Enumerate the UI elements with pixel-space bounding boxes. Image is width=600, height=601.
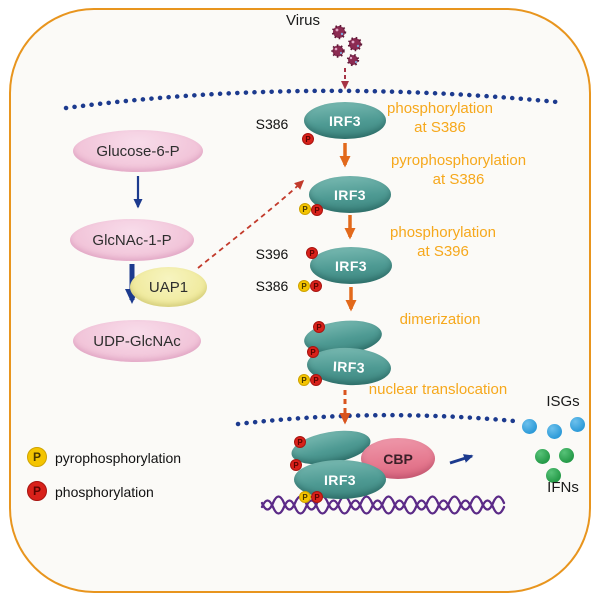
glucose-6p-node: Glucose-6-P [73, 130, 203, 172]
irf3-step2-node: IRF3 [309, 176, 391, 213]
annotation-phos-s396-line1: phosphorylation [390, 224, 496, 241]
site-label-s396-step3: S396 [255, 246, 289, 262]
cell-membrane [63, 88, 560, 111]
dna-helix [260, 495, 506, 515]
ifn-dot [535, 449, 550, 464]
pyrophospho-badge: P [299, 491, 311, 503]
induction-arrow [449, 454, 474, 465]
phospho-badge: P [310, 374, 322, 386]
phospho-badge: P [294, 436, 306, 448]
isg-dot [570, 417, 585, 432]
site-label-s386-step3: S386 [255, 278, 289, 294]
annotation-phos-s396-line2: at S396 [417, 243, 469, 260]
pyrophospho-badge: P [299, 203, 311, 215]
phospho-badge: P [290, 459, 302, 471]
ifns-label: IFNs [547, 479, 579, 496]
ifn-dot [546, 468, 561, 483]
pyrophospho-badge: P [298, 374, 310, 386]
phospho-badge: P [311, 204, 323, 216]
phospho-badge: P [311, 491, 323, 503]
nuclear-membrane [235, 412, 517, 427]
legend-phosphorylation-label: phosphorylation [55, 484, 154, 500]
isg-dot [547, 424, 562, 439]
irf3-step3-node: IRF3 [310, 247, 392, 284]
annotation-phos-s386-line1: phosphorylation [387, 100, 493, 117]
ifn-dot [559, 448, 574, 463]
annotation-dimerization: dimerization [399, 311, 481, 328]
pyrophospho-badge: P [298, 280, 310, 292]
phospho-badge: P [302, 133, 314, 145]
annotation-phos-s386-line2: at S386 [414, 119, 466, 136]
annotation-pyrophos-line2: at S386 [432, 171, 485, 188]
phospho-badge: P [306, 247, 318, 259]
pyrophospho-badge: P [27, 447, 47, 467]
glcnac-1p-node: GlcNAc-1-P [70, 219, 194, 261]
uap1-feedback-arrow [197, 179, 305, 269]
udp-glcnac-node: UDP-GlcNAc [73, 320, 201, 362]
phospho-badge: P [313, 321, 325, 333]
phospho-badge: P [310, 280, 322, 292]
legend-pyrophosphorylation-label: pyrophosphorylation [55, 450, 182, 466]
site-label-s386-step1: S386 [255, 116, 289, 132]
isg-dot [522, 419, 537, 434]
irf3-step1-node: IRF3 [304, 102, 386, 139]
phospho-badge: P [27, 481, 47, 501]
phospho-badge: P [307, 346, 319, 358]
virus-label: Virus [286, 12, 320, 29]
isgs-label: ISGs [546, 393, 580, 410]
uap1-enzyme-node: UAP1 [130, 267, 207, 307]
annotation-nuclear-translocation: nuclear translocation [368, 381, 508, 398]
virus-particles-icon [331, 24, 363, 67]
annotation-pyrophos-line1: pyrophosphorylation [390, 152, 527, 169]
